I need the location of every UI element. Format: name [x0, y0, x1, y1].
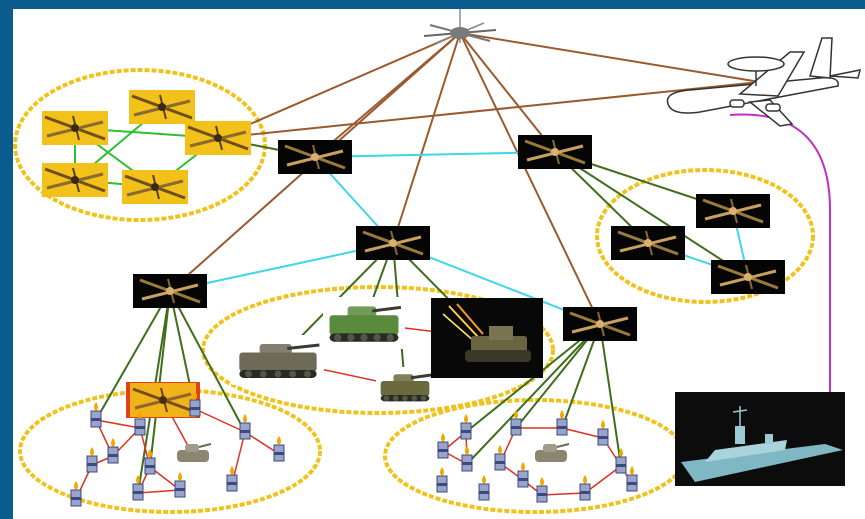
- sensor-node-icon[interactable]: [626, 465, 638, 492]
- sensor-node-icon[interactable]: [239, 413, 251, 440]
- network-link: [169, 290, 246, 433]
- network-link: [314, 151, 556, 158]
- uav-icon[interactable]: [131, 272, 209, 310]
- network-link: [584, 465, 622, 494]
- network-link: [459, 32, 556, 153]
- cluster-ring: [13, 68, 267, 222]
- uav-icon[interactable]: [40, 161, 110, 199]
- sensor-node-icon[interactable]: [556, 409, 568, 436]
- armored-vehicle-icon[interactable]: [376, 367, 434, 407]
- network-link: [169, 242, 394, 292]
- network-link: [515, 323, 601, 429]
- uav-icon[interactable]: [694, 192, 772, 230]
- network-link: [466, 323, 601, 465]
- network-link: [459, 32, 761, 83]
- armored-vehicle-icon[interactable]: [177, 443, 212, 462]
- network-link: [137, 489, 181, 494]
- sensor-node-icon[interactable]: [437, 432, 449, 459]
- network-link: [392, 32, 461, 244]
- ship-uplink: [729, 113, 831, 470]
- sensor-node-icon[interactable]: [615, 447, 627, 474]
- diagram-canvas: [13, 9, 865, 519]
- network-link: [561, 323, 601, 429]
- sensor-node-icon[interactable]: [461, 445, 473, 472]
- network-link: [95, 290, 171, 421]
- network-link: [95, 419, 141, 429]
- network-link: [459, 32, 601, 325]
- cluster-ring: [595, 168, 815, 304]
- network-link: [599, 323, 622, 467]
- network-link: [541, 492, 586, 496]
- uav-icon[interactable]: [561, 305, 639, 343]
- network-link: [194, 408, 246, 433]
- sensor-node-icon[interactable]: [536, 476, 548, 503]
- uav-icon[interactable]: [516, 133, 594, 171]
- network-link: [554, 151, 749, 278]
- sensor-node-icon[interactable]: [70, 480, 82, 507]
- warship-icon[interactable]: [675, 392, 845, 486]
- sensor-node-icon[interactable]: [436, 466, 448, 493]
- armored-vehicle-icon[interactable]: [535, 443, 570, 462]
- satellite-icon[interactable]: [423, 9, 497, 44]
- uav-icon[interactable]: [40, 109, 110, 147]
- network-link: [217, 81, 761, 139]
- sensor-node-icon[interactable]: [107, 437, 119, 464]
- uav-icon[interactable]: [276, 138, 354, 176]
- network-diagram: [13, 9, 862, 514]
- uav-icon[interactable]: [609, 224, 687, 262]
- network-link: [217, 32, 461, 139]
- network-link: [561, 427, 604, 439]
- network-link: [244, 431, 280, 455]
- uav-icon[interactable]: [120, 168, 190, 206]
- uav-icon[interactable]: [354, 224, 432, 262]
- sensor-node-icon[interactable]: [478, 474, 490, 501]
- sensor-node-icon[interactable]: [579, 474, 591, 501]
- sensor-node-icon[interactable]: [86, 446, 98, 473]
- sensor-node-icon[interactable]: [273, 435, 285, 462]
- uav-icon[interactable]: [709, 258, 787, 296]
- sensor-node-icon[interactable]: [132, 474, 144, 501]
- sensor-node-icon[interactable]: [460, 413, 472, 440]
- missile-launcher-icon[interactable]: [431, 298, 543, 378]
- sensor-node-icon[interactable]: [517, 461, 529, 488]
- armored-vehicle-icon[interactable]: [323, 297, 405, 349]
- sensor-node-icon[interactable]: [510, 409, 522, 436]
- network-nodes: [40, 9, 862, 507]
- sensor-node-icon[interactable]: [174, 471, 186, 498]
- uav-icon[interactable]: [183, 119, 253, 157]
- sensor-node-icon[interactable]: [597, 419, 609, 446]
- sensor-node-icon[interactable]: [494, 444, 506, 471]
- armored-vehicle-icon[interactable]: [232, 335, 324, 385]
- network-link: [149, 290, 171, 468]
- awacs-aircraft-icon[interactable]: [666, 37, 862, 127]
- uav-icon[interactable]: [127, 88, 197, 126]
- sensor-node-icon[interactable]: [90, 401, 102, 428]
